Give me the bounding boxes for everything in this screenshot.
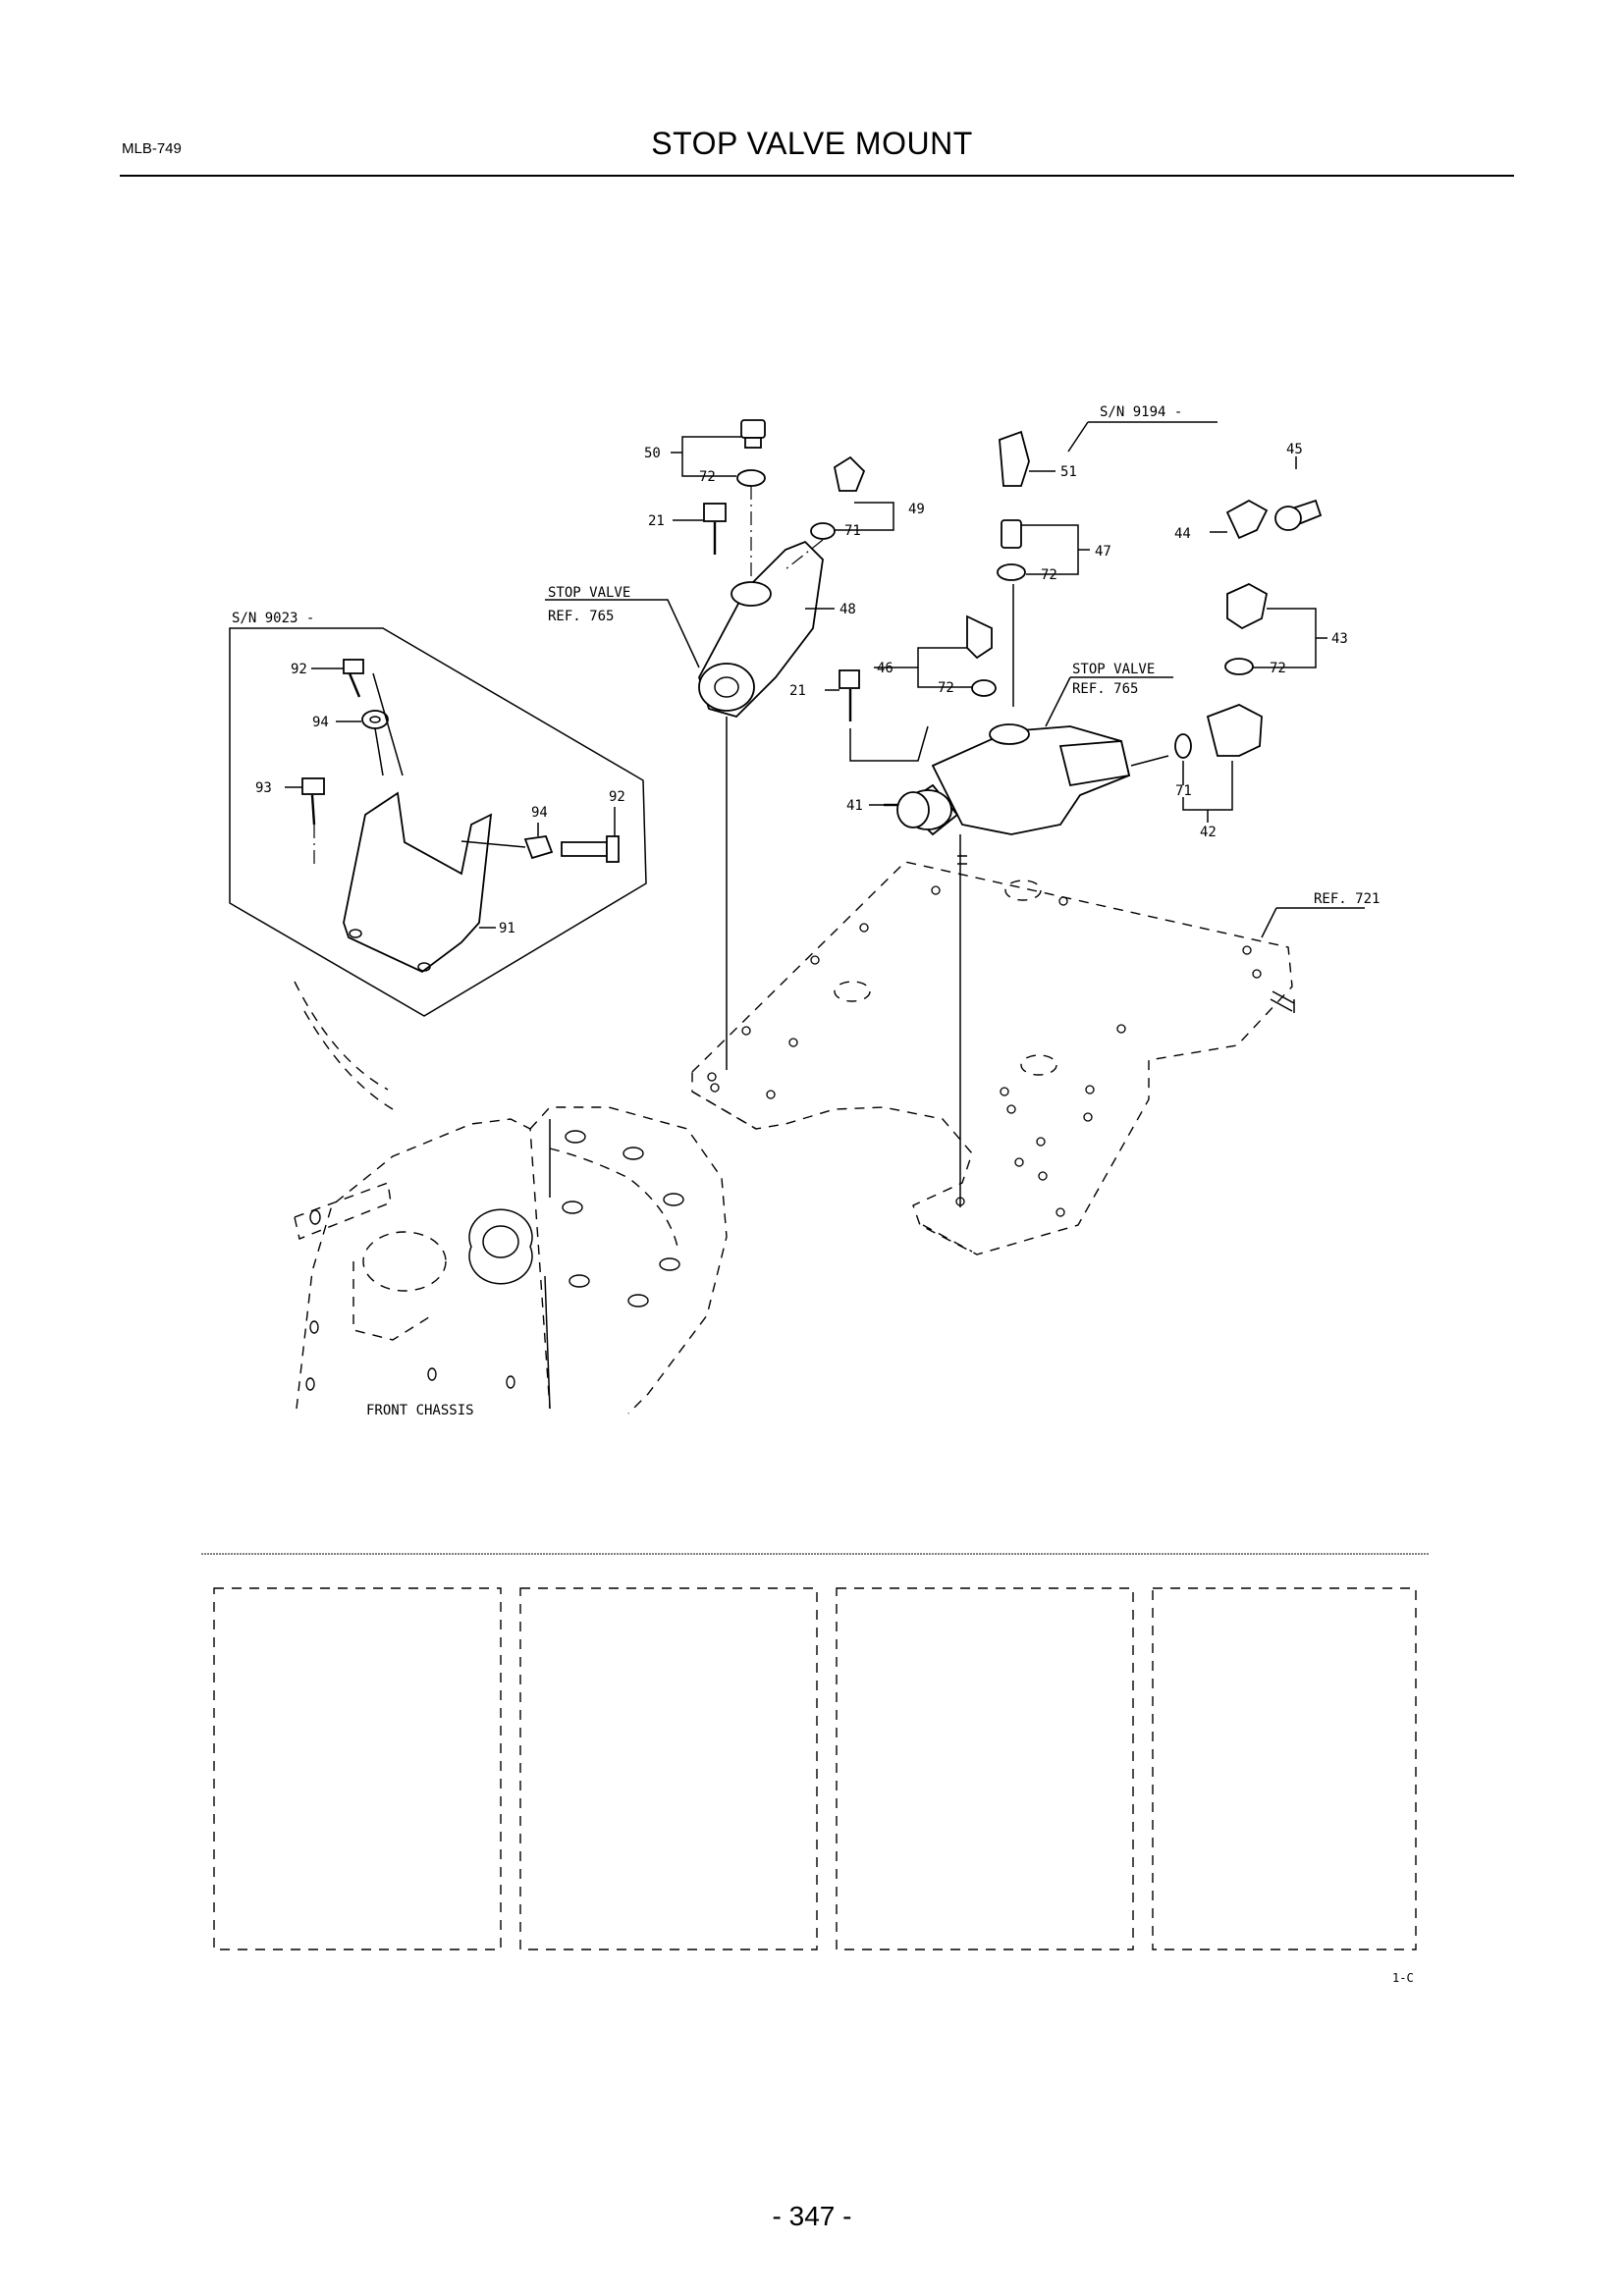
- page-number: - 347 -: [772, 2201, 852, 2231]
- notes-box-4: [1152, 1587, 1417, 1950]
- stop-valve-upper: 50 72 21 71 49 48 STOP VALVE REF. 765: [545, 419, 925, 1070]
- notes-box-3: [836, 1587, 1134, 1950]
- part-94a: 94: [312, 715, 329, 730]
- part-92a: 92: [291, 662, 307, 677]
- page-title: STOP VALVE MOUNT: [651, 126, 973, 161]
- ref-765-label-2: REF. 765: [1072, 681, 1138, 697]
- part-71b: 71: [1175, 783, 1192, 799]
- stop-valve-label-2: STOP VALVE: [1072, 662, 1155, 677]
- part-21b: 21: [789, 683, 806, 699]
- stop-valve-lower: S/N 9194 -: [789, 404, 1380, 1207]
- front-chassis: FRONT CHASSIS: [294, 981, 728, 1418]
- part-42: 42: [1200, 825, 1217, 840]
- part-72d: 72: [938, 680, 954, 696]
- notes-box-1: [213, 1587, 502, 1950]
- notes-area: [201, 1553, 1429, 1950]
- title-rule: [120, 175, 1514, 177]
- sn-9023-label: S/N 9023 -: [232, 611, 314, 626]
- part-71a: 71: [844, 523, 861, 539]
- part-44: 44: [1174, 526, 1191, 542]
- part-51: 51: [1060, 464, 1077, 480]
- figure-code: 1-C: [1392, 1971, 1414, 1985]
- part-41: 41: [846, 798, 863, 814]
- part-49: 49: [908, 502, 925, 517]
- part-50: 50: [644, 446, 661, 461]
- notes-box-2: [519, 1587, 818, 1950]
- part-21a: 21: [648, 513, 665, 529]
- document-code: MLB-749: [122, 140, 182, 157]
- part-46: 46: [877, 661, 893, 676]
- part-72b: 72: [1041, 567, 1057, 583]
- bracket-inset: S/N 9023 - 92 94 93 94 92 91: [229, 611, 647, 1017]
- part-43: 43: [1331, 631, 1348, 647]
- sn-9194-label: S/N 9194 -: [1100, 404, 1182, 420]
- part-94b: 94: [531, 805, 548, 821]
- front-chassis-label: FRONT CHASSIS: [366, 1403, 474, 1418]
- stop-valve-label-1: STOP VALVE: [548, 585, 630, 601]
- part-45: 45: [1286, 442, 1303, 457]
- part-92b: 92: [609, 789, 625, 805]
- part-93: 93: [255, 780, 272, 796]
- part-72a: 72: [699, 469, 716, 485]
- ref-721-label: REF. 721: [1314, 891, 1380, 907]
- mounting-plate: [691, 861, 1295, 1255]
- part-47: 47: [1095, 544, 1111, 560]
- part-48: 48: [839, 602, 856, 617]
- part-91: 91: [499, 921, 515, 936]
- part-72c: 72: [1270, 661, 1286, 676]
- ref-765-label-1: REF. 765: [548, 609, 614, 624]
